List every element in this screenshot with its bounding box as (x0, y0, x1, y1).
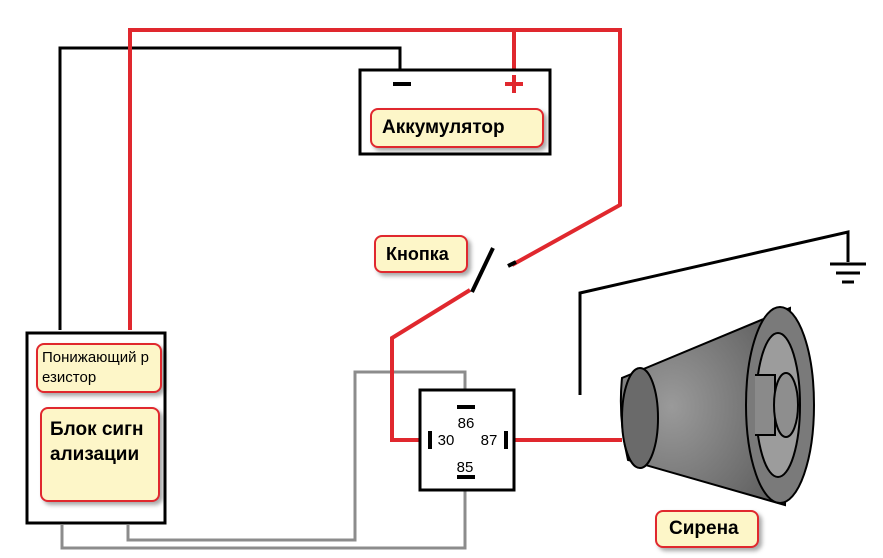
resistor-label: Понижающий резистор (36, 343, 162, 393)
gray-wires (60, 370, 467, 550)
siren-label: Сирена (655, 510, 759, 548)
black-wires (58, 46, 850, 395)
red-wires (128, 28, 622, 442)
relay-pin-marks (428, 405, 508, 479)
relay-pin-85: 85 (457, 459, 474, 476)
siren-icon (619, 306, 815, 507)
relay-pin-87: 87 (481, 432, 498, 449)
relay-pin-30: 30 (438, 432, 455, 449)
alarm-unit-label: Блок сигнализации (40, 407, 160, 502)
button-label: Кнопка (374, 235, 468, 273)
battery-positive-terminal (505, 75, 523, 93)
switch-contact (470, 247, 517, 293)
relay-pin-86: 86 (458, 415, 475, 432)
battery-label: Аккумулятор (370, 108, 544, 148)
ground-icon (830, 262, 866, 284)
